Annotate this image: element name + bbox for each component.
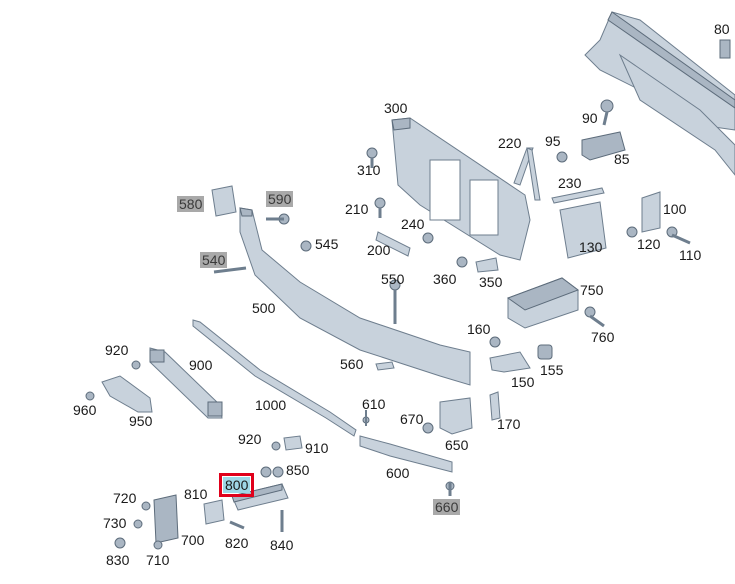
bracket-900-part — [149, 347, 223, 419]
clip-155-part — [537, 344, 553, 360]
bracket-950-part — [101, 375, 153, 413]
part-label-170[interactable]: 170 — [497, 416, 521, 432]
part-label-670[interactable]: 670 — [400, 411, 424, 427]
part-label-910[interactable]: 910 — [305, 440, 329, 456]
bracket-910-part — [283, 435, 303, 451]
part-label-310[interactable]: 310 — [357, 162, 381, 178]
part-label-160[interactable]: 160 — [467, 321, 491, 337]
part-label-90[interactable]: 90 — [582, 110, 598, 126]
part-label-230[interactable]: 230 — [558, 175, 582, 191]
part-label-720[interactable]: 720 — [113, 490, 137, 506]
part-label-80[interactable]: 80 — [714, 21, 730, 37]
part-label-650[interactable]: 650 — [445, 437, 469, 453]
bracket-800-part — [231, 483, 289, 511]
part-label-750[interactable]: 750 — [580, 282, 604, 298]
radiator-support-part — [391, 117, 531, 261]
part-label-220[interactable]: 220 — [498, 135, 522, 151]
part-label-210[interactable]: 210 — [345, 201, 369, 217]
bracket-85-part — [581, 131, 626, 161]
bracket-810-part — [203, 499, 225, 525]
part-label-350[interactable]: 350 — [479, 274, 503, 290]
part-label-85[interactable]: 85 — [614, 151, 630, 167]
part-label-560[interactable]: 560 — [340, 356, 364, 372]
part-label-710[interactable]: 710 — [146, 552, 170, 568]
bar-230-part — [551, 187, 605, 204]
part-label-110[interactable]: 110 — [679, 247, 702, 263]
part-label-550[interactable]: 550 — [381, 271, 405, 287]
part-label-610[interactable]: 610 — [362, 396, 386, 412]
beam-600-part — [359, 435, 453, 473]
part-label-850[interactable]: 850 — [286, 462, 310, 478]
part-label-800-selected[interactable]: 800 — [218, 473, 255, 497]
part-label-590[interactable]: 590 — [266, 191, 294, 207]
part-label-760[interactable]: 760 — [591, 329, 615, 345]
part-label-840[interactable]: 840 — [270, 537, 294, 553]
part-label-730[interactable]: 730 — [103, 515, 127, 531]
part-label-920-upper[interactable]: 920 — [105, 342, 129, 358]
part-label-830[interactable]: 830 — [106, 552, 130, 568]
part-label-155[interactable]: 155 — [540, 362, 564, 378]
part-label-545[interactable]: 545 — [315, 236, 339, 252]
bracket-130-part — [559, 201, 607, 259]
bracket-650-part — [439, 397, 473, 435]
upper-crossmember-part — [584, 11, 735, 176]
part-label-360[interactable]: 360 — [433, 271, 457, 287]
module-750-part — [506, 277, 580, 329]
part-label-1000[interactable]: 1000 — [255, 397, 287, 413]
part-label-580[interactable]: 580 — [177, 196, 205, 212]
part-label-95[interactable]: 95 — [545, 133, 561, 149]
part-label-920-lower[interactable]: 920 — [238, 431, 262, 447]
part-label-200[interactable]: 200 — [367, 242, 391, 258]
bracket-150-part — [489, 351, 531, 373]
part-label-120[interactable]: 120 — [637, 236, 661, 252]
fasteners — [85, 99, 691, 550]
bracket-100-part — [641, 191, 661, 233]
part-label-150[interactable]: 150 — [511, 374, 535, 390]
bracket-580-part — [211, 185, 237, 217]
part-label-300[interactable]: 300 — [384, 100, 408, 116]
part-label-810[interactable]: 810 — [184, 486, 208, 502]
part-label-660[interactable]: 660 — [433, 499, 461, 515]
part-label-500[interactable]: 500 — [252, 300, 276, 316]
part-label-950[interactable]: 950 — [129, 413, 153, 429]
plate-700-part — [153, 494, 179, 544]
part-label-600[interactable]: 600 — [386, 465, 410, 481]
part-label-900[interactable]: 900 — [189, 357, 213, 373]
bracket-220-part — [513, 147, 541, 201]
part-label-100[interactable]: 100 — [663, 201, 687, 217]
part-label-960[interactable]: 960 — [73, 402, 97, 418]
part-label-700[interactable]: 700 — [181, 532, 205, 548]
part-label-130[interactable]: 130 — [579, 239, 603, 255]
bumper-beam-500-part — [239, 207, 471, 386]
strip-1000-part — [192, 319, 357, 437]
part-label-240[interactable]: 240 — [401, 216, 425, 232]
clip-170-part — [489, 391, 501, 421]
part-label-540[interactable]: 540 — [200, 252, 228, 268]
part-label-820[interactable]: 820 — [225, 535, 249, 551]
